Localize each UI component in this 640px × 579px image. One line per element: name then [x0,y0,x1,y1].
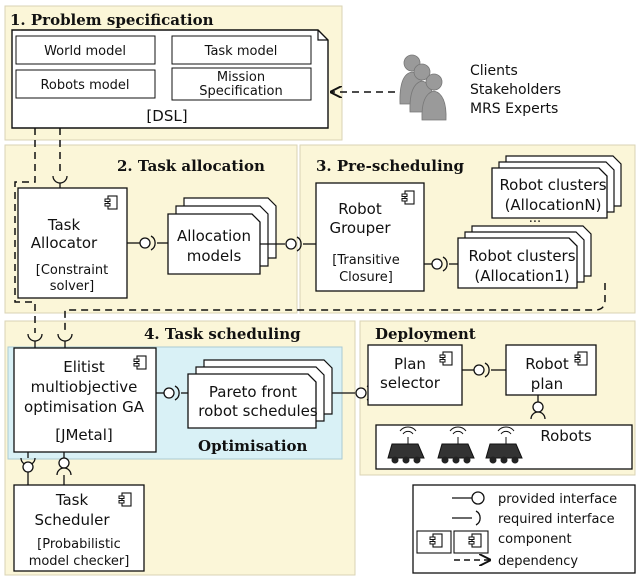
legend-provided: provided interface [498,492,617,507]
allocation-models-label-2: models [187,247,242,265]
provided-interface-icon [22,461,34,473]
deployment-title: Deployment [375,325,476,343]
required-interface-icon [530,411,546,420]
clusters-ellipsis: ... [529,211,541,226]
clusters-1-label-2: (Allocation1) [474,267,569,285]
legend-box [412,484,636,574]
actor-stakeholders: Stakeholders [470,82,561,98]
robots-label: Robots [540,427,592,445]
clusters-n-label-2: (AllocationN) [505,196,602,214]
mission-spec-box [171,67,312,101]
task-model-label: Task model [204,44,278,59]
robot-plan-label-2: plan [531,375,563,393]
clusters-n-label-1: Robot clusters [499,176,606,194]
provided-interface-icon [355,387,367,399]
optimisation-label: Optimisation [198,437,308,455]
selector-label-1: Plan [394,355,426,373]
task-scheduling-title: 4. Task scheduling [144,325,301,343]
robot-icon [387,426,425,464]
provided-interface-icon [473,364,485,376]
world-model-label: World model [44,44,126,59]
robots-model-label: Robots model [40,78,129,93]
ga-tool: [JMetal] [55,426,113,444]
robots-model-box [15,69,156,99]
scheduler-tool-2: model checker] [29,554,130,569]
required-interface-icon [484,362,490,378]
actor-clients: Clients [470,63,518,79]
grouper-label-2: Grouper [329,219,391,237]
dsl-label: [DSL] [146,107,187,125]
allocation-models-document [167,213,261,275]
pareto-label-2: robot schedules [198,402,318,420]
pre-scheduling-title: 3. Pre-scheduling [316,157,465,175]
grouper-tool-1: [Transitive [332,253,399,268]
robot-icon [437,426,475,464]
legend-dependency: dependency [498,554,578,569]
scheduler-tool-1: [Probabilistic [37,537,121,552]
allocator-tool-1: [Constraint [36,263,108,278]
elitist-ga-box [13,347,157,453]
task-allocation-title: 2. Task allocation [117,157,265,175]
legend-component: component [498,532,572,547]
provided-interface-icon [285,238,297,250]
required-interface-icon [174,385,180,401]
required-interface-icon [150,235,156,251]
robot-clusters-1-document [457,237,578,289]
provided-interface-icon [58,457,70,469]
ga-label-2: multiobjective [31,378,138,396]
pareto-label-1: Pareto front [209,383,297,401]
actor-mrs-experts: MRS Experts [470,101,558,117]
robot-clusters-n-document [491,167,608,219]
robot-icon [485,426,523,464]
world-model-box [15,35,156,65]
scheduler-label-1: Task [55,491,89,509]
ga-label-1: Elitist [63,358,105,376]
pareto-front-document [187,373,317,429]
required-interface-icon [56,467,72,476]
allocator-label-2: Allocator [31,234,98,252]
dsl-to-ga-dependency [14,128,36,333]
problem-spec-title: 1. Problem specification [10,11,214,29]
selector-label-2: selector [380,374,441,392]
legend-required: required interface [498,512,615,527]
robot-plan-label-1: Robot [525,355,569,373]
required-interface-icon [442,256,448,272]
grouper-tool-2: Closure] [339,270,393,285]
scheduler-label-2: Scheduler [34,511,110,529]
allocator-tool-2: solver] [50,279,94,294]
provided-interface-icon [532,401,544,413]
clusters-1-label-1: Robot clusters [468,247,575,265]
allocator-label-1: Task [47,216,81,234]
provided-interface-icon [139,237,151,249]
required-interface-icon [475,510,481,526]
grouper-label-1: Robot [338,200,382,218]
provided-interface-icon [431,258,443,270]
allocation-models-label-1: Allocation [177,227,251,245]
people-icon [399,54,447,121]
mission-spec-label-1: Mission [217,70,265,85]
provided-interface-icon [471,491,485,505]
mission-spec-label-2: Specification [199,84,282,99]
ga-label-3: optimisation GA [24,398,145,416]
task-model-box [171,35,312,65]
clusters-to-ga-dependency [64,283,606,333]
required-interface-icon [296,236,302,252]
provided-interface-icon [163,387,175,399]
